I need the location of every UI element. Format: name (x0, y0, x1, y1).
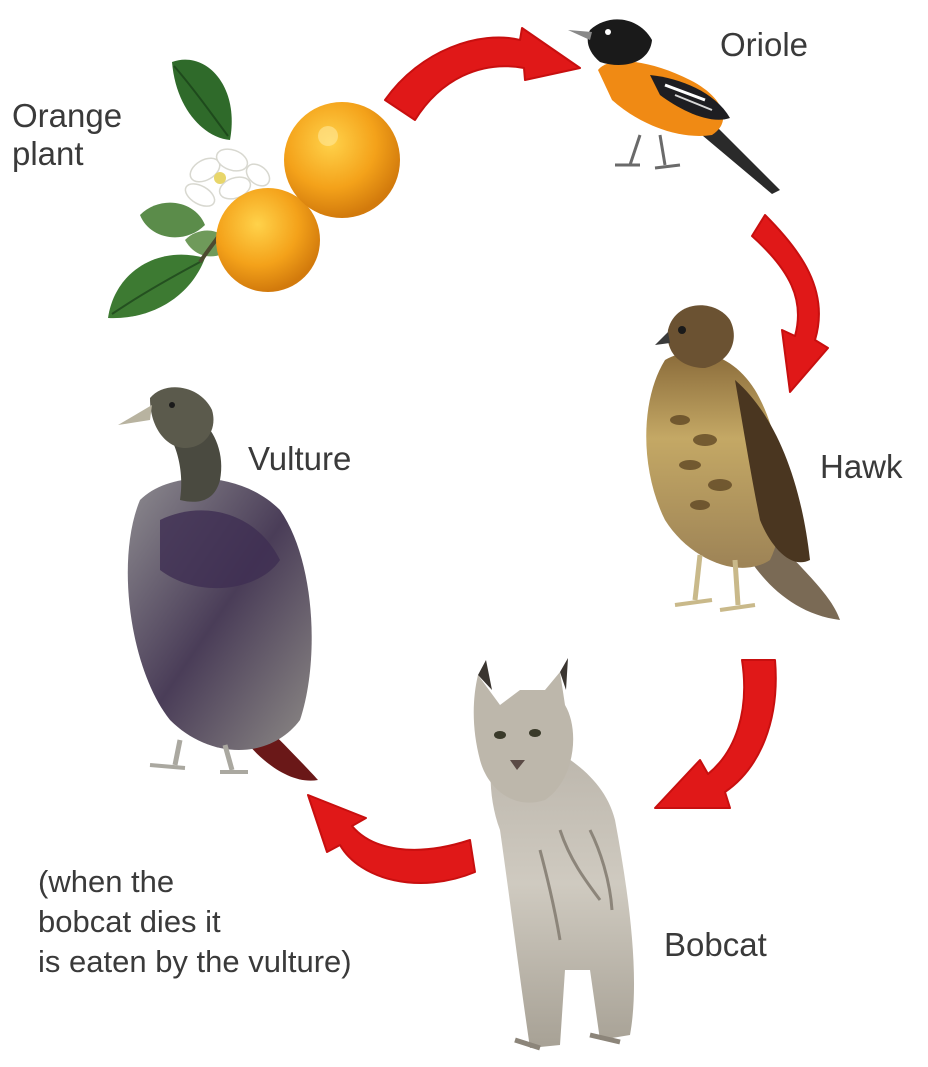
arrow-plant-to-oriole (385, 28, 580, 120)
note-line3: is eaten by the vulture) (38, 942, 352, 982)
arrow-oriole-to-hawk (752, 215, 828, 392)
orange-plant-label: Orange plant (12, 97, 122, 173)
orange-plant-icon (108, 60, 400, 318)
hawk-label: Hawk (820, 448, 903, 486)
decomposition-note: (when the bobcat dies it is eaten by the… (38, 862, 352, 982)
bobcat-icon (474, 658, 634, 1048)
orange-plant-label-line2: plant (12, 135, 122, 173)
note-line2: bobcat dies it (38, 902, 352, 942)
bobcat-label: Bobcat (664, 926, 767, 964)
arrow-hawk-to-bobcat (655, 660, 776, 808)
orange-plant-label-line1: Orange (12, 97, 122, 135)
oriole-label: Oriole (720, 26, 808, 64)
note-line1: (when the (38, 862, 352, 902)
vulture-label: Vulture (248, 440, 351, 478)
